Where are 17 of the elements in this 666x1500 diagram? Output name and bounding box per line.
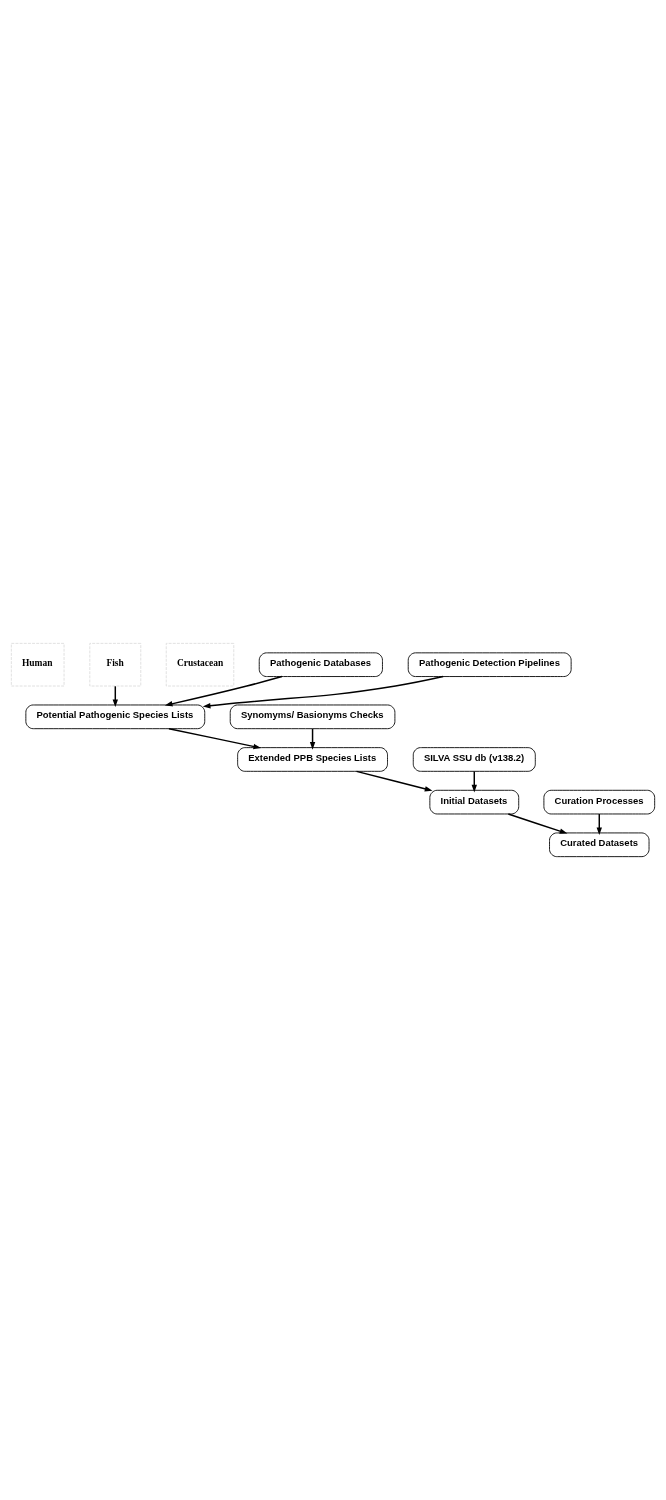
node-box: SILVA SSU db (v138.2): [412, 747, 536, 772]
arrow: [202, 675, 444, 709]
node-box: Potential Pathogenic Species Lists: [25, 704, 206, 730]
arrow: [168, 727, 262, 750]
arrow: [507, 813, 568, 834]
node-box: Synomyms/ Basionyms Checks: [229, 704, 396, 730]
node-box: Human: [10, 642, 65, 687]
node-box: Fish: [89, 642, 142, 687]
node-box: Extended PPB Species Lists: [237, 747, 388, 772]
node-box: Pathogenic Detection Pipelines: [407, 652, 572, 677]
node-box: Curation Processes: [543, 789, 656, 815]
node-box: Initial Datasets: [429, 789, 520, 815]
node-box: Curated Datasets: [549, 832, 650, 858]
arrow: [164, 675, 283, 707]
node-box: Crustacean: [165, 642, 235, 687]
node-box: Pathogenic Databases: [258, 652, 383, 677]
arrow: [355, 770, 433, 792]
